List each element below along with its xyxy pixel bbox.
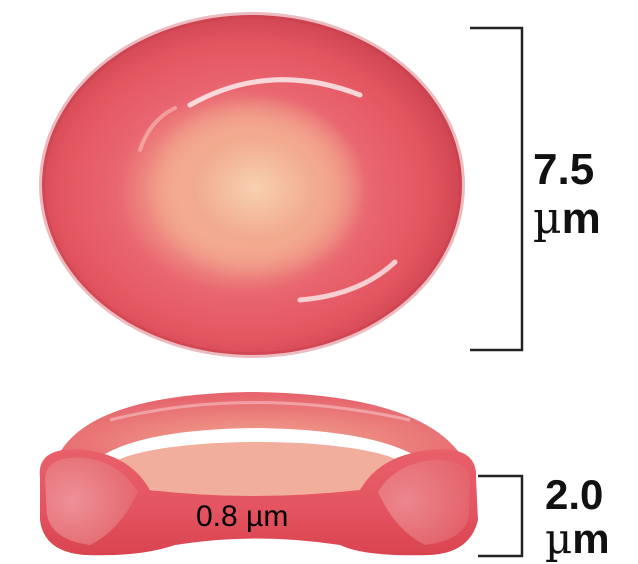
diameter-unit-rest: m [562,194,601,243]
thickness-unit: µm [545,518,610,560]
thickness-unit-symbol: µ [545,514,572,563]
diameter-bracket [470,28,522,350]
diameter-value: 7.5 [533,148,594,192]
diameter-unit: µm [533,197,601,241]
diameter-unit-symbol: µ [533,193,562,244]
rbc-top-view [42,15,462,355]
thickness-bracket [478,476,522,556]
thickness-value: 2.0 [545,474,603,516]
thickness-unit-rest: m [572,515,609,562]
center-thickness-label: 0.8 µm [196,502,288,532]
